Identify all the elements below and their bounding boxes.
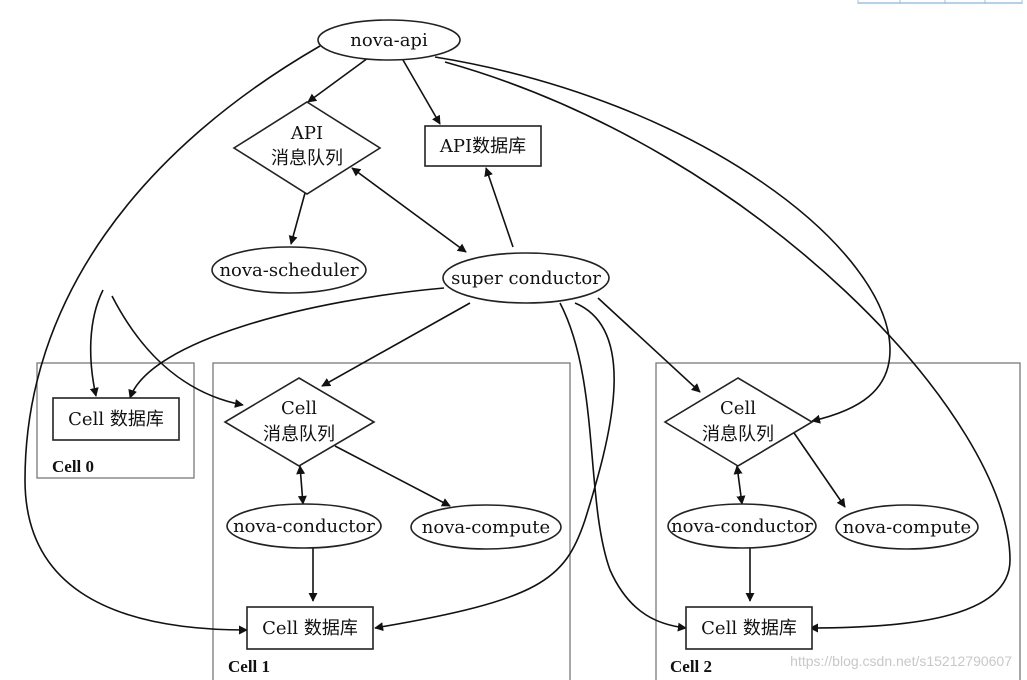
edge-super-conductor-to-cell0-db: [128, 287, 445, 399]
node-cell2-database[interactable]: Cell 数据库: [685, 606, 813, 650]
node-super-conductor[interactable]: super conductor: [442, 252, 610, 304]
edge-cell2-queue-to-compute: [791, 429, 846, 508]
cell2-conductor-label: nova-conductor: [671, 516, 813, 537]
cell1-db-label: Cell 数据库: [262, 618, 358, 639]
edge-api-to-cell1-db: [24, 45, 321, 635]
cell2-label: Cell 2: [670, 657, 712, 676]
cell0-label: Cell 0: [52, 457, 94, 476]
node-cell1-message-queue[interactable]: Cell 消息队列: [223, 377, 376, 467]
edge-super-conductor-to-cell2-queue: [597, 297, 701, 393]
edge-api-to-api-db: [402, 59, 441, 125]
cell0-container: Cell 0: [36, 362, 195, 479]
node-cell2-nova-conductor[interactable]: nova-conductor: [667, 503, 817, 549]
edge-api-queue-super-conductor: [351, 167, 467, 253]
node-cell1-nova-conductor[interactable]: nova-conductor: [226, 503, 382, 549]
cell1-queue-label-line1: Cell: [281, 398, 317, 419]
cell1-conductor-label: nova-conductor: [233, 516, 375, 537]
corner-table-fragment: [857, 0, 1023, 4]
cell1-compute-label: nova-compute: [422, 517, 550, 538]
api-queue-label-line1: API: [290, 123, 323, 144]
node-cell1-database[interactable]: Cell 数据库: [246, 606, 374, 650]
cell2-queue-label-line1: Cell: [720, 398, 756, 419]
cell2-container: Cell 2: [655, 362, 1021, 680]
edges: [24, 45, 1011, 635]
cell2-queue-label-line2: 消息队列: [702, 424, 774, 445]
node-api-message-queue[interactable]: API 消息队列: [232, 101, 382, 195]
edge-super-conductor-to-cell1-db: [374, 302, 615, 632]
edge-cell1-queue-conductor: [296, 465, 307, 505]
node-cell0-database[interactable]: Cell 数据库: [52, 397, 180, 441]
node-cell2-message-queue[interactable]: Cell 消息队列: [663, 377, 814, 467]
node-nova-scheduler[interactable]: nova-scheduler: [211, 246, 367, 294]
edge-api-to-cell1-queue: [111, 295, 244, 408]
edge-api-to-cell2-queue: [434, 56, 891, 424]
node-cell1-nova-compute[interactable]: nova-compute: [410, 504, 562, 550]
edge-api-queue-to-scheduler: [288, 192, 306, 245]
edge-api-to-cell2-db: [444, 61, 1011, 633]
cell1-container: Cell 1: [212, 362, 571, 680]
super-conductor-label: super conductor: [451, 268, 601, 289]
edge-super-conductor-to-cell2-db: [559, 302, 687, 632]
edge-cell1-queue-to-compute: [334, 445, 451, 507]
edge-super-conductor-to-cell1-queue: [321, 302, 471, 387]
edge-super-conductor-to-api-db: [484, 167, 514, 248]
node-nova-api[interactable]: nova-api: [317, 19, 461, 61]
api-queue-label-line2: 消息队列: [271, 148, 343, 169]
cell0-db-label: Cell 数据库: [68, 409, 164, 430]
node-cell2-nova-compute[interactable]: nova-compute: [835, 504, 979, 550]
edge-api-to-api-queue: [307, 57, 369, 103]
nova-scheduler-label: nova-scheduler: [219, 260, 359, 281]
cell1-queue-label-line2: 消息队列: [263, 424, 335, 445]
edge-cell2-queue-conductor: [733, 465, 746, 505]
cell1-label: Cell 1: [228, 657, 270, 676]
cell2-compute-label: nova-compute: [843, 517, 971, 538]
watermark-text: https://blog.csdn.net/s15212790607: [790, 653, 1012, 669]
cell2-db-label: Cell 数据库: [701, 618, 797, 639]
edge-api-to-cell0-db: [89, 289, 104, 397]
api-db-label: API数据库: [439, 136, 526, 157]
nova-api-label: nova-api: [350, 30, 428, 51]
node-api-database[interactable]: API数据库: [424, 125, 542, 167]
